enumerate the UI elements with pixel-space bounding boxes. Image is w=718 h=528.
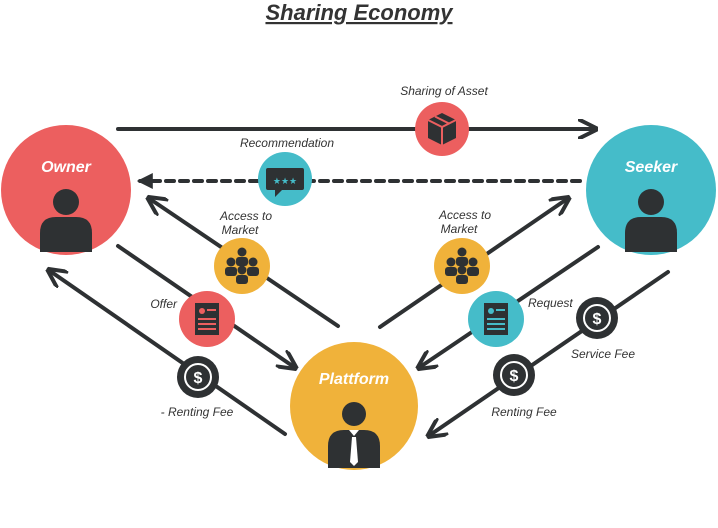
svg-text:$: $ bbox=[194, 370, 203, 387]
access-market-right-badge[interactable] bbox=[434, 238, 490, 294]
person-icon bbox=[40, 189, 92, 252]
label-renting-fee-left: - Renting Fee bbox=[161, 405, 234, 419]
label-renting-fee-right: Renting Fee bbox=[491, 405, 557, 419]
dollar-icon: $ bbox=[500, 361, 528, 389]
arrow-renting-fee-right bbox=[430, 270, 670, 435]
box-icon bbox=[427, 113, 457, 145]
request-badge[interactable] bbox=[468, 291, 524, 347]
arrow-renting-fee-left bbox=[50, 271, 287, 436]
label-access-right-2: Market bbox=[441, 222, 478, 236]
group-icon bbox=[225, 247, 259, 284]
owner-label: Owner bbox=[41, 159, 92, 176]
svg-text:★★★: ★★★ bbox=[273, 177, 297, 187]
owner-node[interactable]: Owner bbox=[1, 125, 131, 255]
page-title: Sharing Economy bbox=[265, 0, 454, 25]
label-request: Request bbox=[528, 296, 573, 310]
label-access-left-2: Market bbox=[222, 223, 259, 237]
recommendation-badge[interactable]: ★★★ bbox=[258, 152, 312, 206]
document-icon bbox=[484, 303, 508, 335]
svg-text:$: $ bbox=[593, 311, 602, 328]
chat-bubble-icon: ★★★ bbox=[266, 168, 304, 197]
renting-fee-left-badge[interactable]: $ bbox=[177, 356, 219, 398]
sharing-asset-badge[interactable] bbox=[415, 102, 469, 156]
offer-badge[interactable] bbox=[179, 291, 235, 347]
service-fee-badge[interactable]: $ bbox=[576, 297, 618, 339]
seeker-label: Seeker bbox=[625, 159, 678, 176]
platform-node[interactable]: Plattform bbox=[290, 342, 418, 470]
renting-fee-right-badge[interactable]: $ bbox=[493, 354, 535, 396]
svg-text:$: $ bbox=[510, 368, 519, 385]
label-recommendation: Recommendation bbox=[240, 136, 334, 150]
dollar-icon: $ bbox=[583, 304, 611, 332]
dollar-icon: $ bbox=[184, 363, 212, 391]
document-icon bbox=[195, 303, 219, 335]
seeker-node[interactable]: Seeker bbox=[586, 125, 716, 255]
label-service-fee: Service Fee bbox=[571, 347, 635, 361]
label-offer: Offer bbox=[150, 297, 178, 311]
platform-label: Plattform bbox=[319, 371, 389, 388]
label-access-right-1: Access to bbox=[438, 208, 491, 222]
label-sharing-asset: Sharing of Asset bbox=[400, 84, 488, 98]
label-access-left-1: Access to bbox=[219, 209, 272, 223]
access-market-left-badge[interactable] bbox=[214, 238, 270, 294]
person-icon bbox=[625, 189, 677, 252]
businessman-icon bbox=[328, 402, 380, 468]
group-icon bbox=[445, 247, 479, 284]
